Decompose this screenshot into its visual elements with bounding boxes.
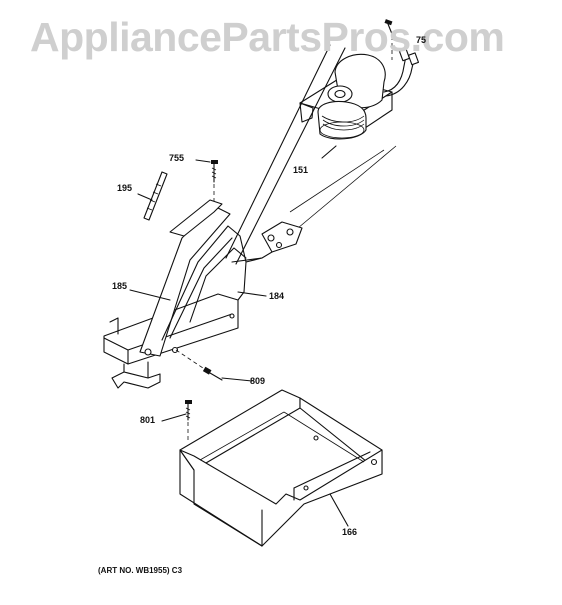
callout-195: 195: [117, 183, 133, 193]
bracket-assembly-184-185: [103, 199, 263, 389]
art-number-caption: (ART NO. WB1955) C3: [98, 566, 183, 575]
screw-801: [185, 400, 192, 440]
mounting-plate: [231, 221, 303, 263]
callout-75: 75: [416, 35, 427, 45]
callout-166: 166: [342, 527, 358, 537]
callout-755: 755: [169, 153, 185, 163]
rod-195: [143, 171, 168, 221]
screw-809: [175, 349, 223, 381]
motor-assembly-151: [299, 19, 420, 140]
callout-151: 151: [293, 165, 309, 175]
callout-801: 801: [140, 415, 156, 425]
callout-809: 809: [250, 376, 266, 386]
screw-755: [211, 160, 218, 206]
callout-184: 184: [269, 291, 285, 301]
cover-166: [179, 389, 383, 547]
watermark-text: AppliancePartsPros.com: [30, 14, 505, 60]
callout-185: 185: [112, 281, 128, 291]
